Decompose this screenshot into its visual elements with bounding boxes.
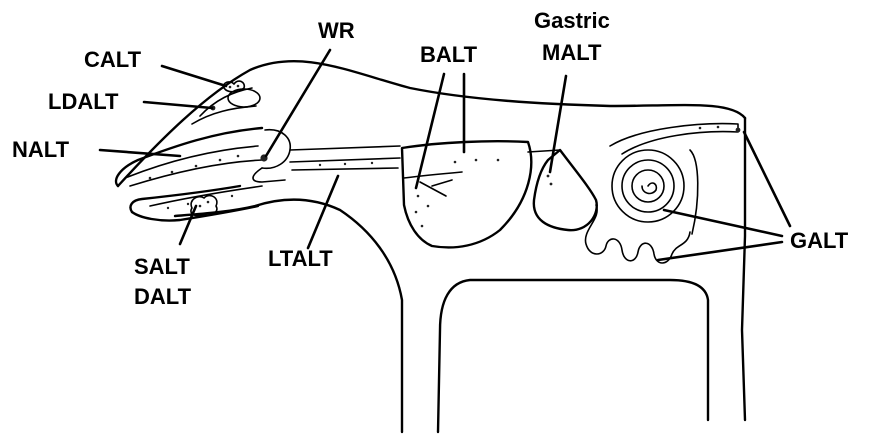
label-malt: MALT (542, 40, 602, 65)
pointer-lines (100, 50, 790, 260)
pointer-malt (550, 76, 566, 172)
label-ldalt: LDALT (48, 89, 119, 114)
labels: CALT LDALT NALT WR BALT Gastric MALT GAL… (12, 8, 849, 309)
pointer-galt-1 (744, 132, 790, 226)
label-gastric: Gastric (534, 8, 610, 33)
lacrimal-gland (211, 81, 260, 110)
pointer-galt-2 (664, 210, 782, 236)
lung (402, 141, 531, 247)
label-nalt: NALT (12, 137, 70, 162)
label-galt: GALT (790, 228, 849, 253)
pointer-nalt (100, 150, 180, 156)
pointer-calt (162, 66, 226, 86)
stomach (528, 150, 597, 230)
label-calt: CALT (84, 47, 142, 72)
intestines (585, 124, 740, 263)
pointer-wr (266, 50, 330, 156)
pointer-ltalt (308, 176, 338, 248)
label-salt: SALT (134, 254, 190, 279)
label-ltalt: LTALT (268, 246, 333, 271)
pointer-salt (180, 206, 196, 244)
pointer-galt-3 (658, 242, 782, 260)
label-balt: BALT (420, 42, 478, 67)
label-dalt: DALT (134, 284, 192, 309)
label-wr: WR (318, 18, 355, 43)
